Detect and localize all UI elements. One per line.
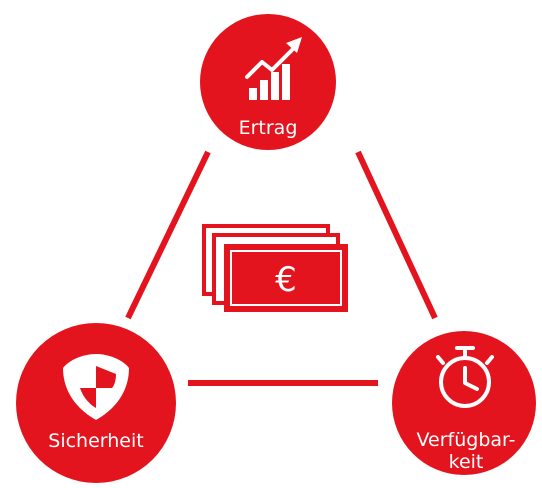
euro-symbol: € xyxy=(275,260,297,300)
node-label-verfuegbarkeit-line2: keit xyxy=(449,451,484,473)
shield-icon xyxy=(63,354,129,420)
connector-ertrag-verfuegbarkeit xyxy=(355,150,438,320)
node-verfuegbarkeit: Verfügbar- keit xyxy=(392,331,536,475)
connector-lines xyxy=(125,150,438,386)
rising-bar-chart-arrow-icon xyxy=(245,37,302,100)
node-ertrag: Ertrag xyxy=(200,14,336,150)
node-label-verfuegbarkeit-line1: Verfügbar- xyxy=(417,429,516,451)
node-sicherheit: Sicherheit xyxy=(16,323,176,483)
node-label-sicherheit: Sicherheit xyxy=(48,430,143,452)
stopwatch-icon xyxy=(436,346,494,408)
connector-ertrag-sicherheit xyxy=(125,150,211,320)
banknotes-icon: € xyxy=(202,224,348,312)
node-label-ertrag: Ertrag xyxy=(239,117,298,139)
